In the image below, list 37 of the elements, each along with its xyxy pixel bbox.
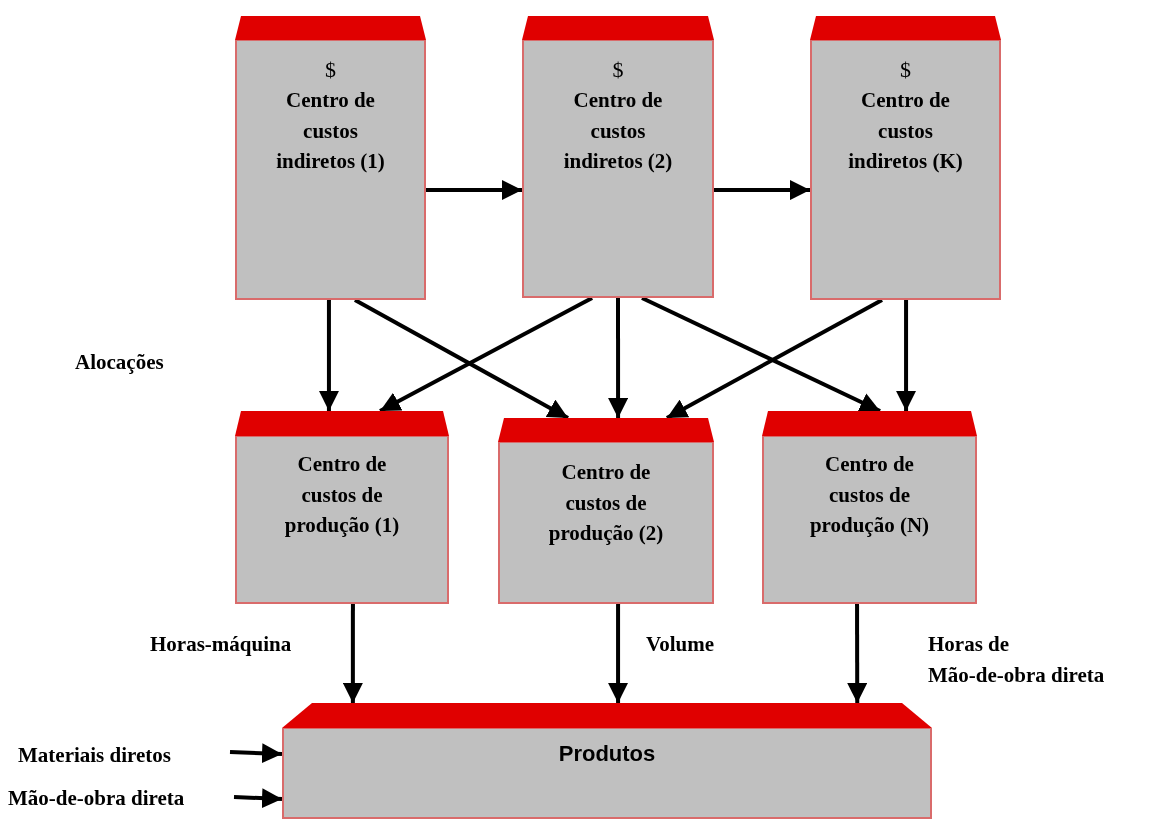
arrow — [354, 298, 569, 420]
arrow — [426, 180, 522, 200]
arrow — [641, 296, 881, 413]
edge-label: Horas de Mão-de-obra direta — [928, 631, 1106, 689]
currency-symbol: $ — [612, 56, 624, 84]
box-title: Centro de custos indiretos (1) — [275, 87, 386, 175]
arrow — [847, 604, 868, 703]
box-title: Centro de custos indiretos (K) — [847, 87, 964, 175]
box-title: Centro de custos indiretos (2) — [562, 87, 674, 175]
box-title: Centro de custos de produção (1) — [283, 451, 401, 539]
cost-center-box — [235, 411, 449, 604]
input-label: Materiais diretos — [18, 742, 172, 768]
cost-center-box — [810, 16, 1001, 300]
currency-symbol: $ — [325, 56, 336, 84]
arrow — [229, 743, 283, 764]
arrow — [379, 296, 594, 413]
annotation: Alocações — [75, 349, 164, 376]
product-box — [282, 703, 932, 819]
box-title: Produtos — [558, 740, 656, 768]
arrow — [608, 298, 629, 418]
arrow — [896, 300, 917, 411]
edge-label: Horas-máquina — [150, 631, 293, 658]
arrow — [233, 788, 283, 809]
box-title: Centro de custos de produção (N) — [808, 451, 931, 539]
edge-label: Volume — [646, 631, 716, 658]
cost-center-box — [522, 16, 714, 298]
box-title: Centro de custos de produção (2) — [547, 459, 665, 547]
arrow — [318, 300, 339, 411]
input-label: Mão-de-obra direta — [8, 785, 186, 811]
cost-center-box — [762, 411, 977, 604]
cost-center-box — [235, 16, 426, 300]
arrow — [608, 604, 629, 703]
cost-center-box — [498, 418, 714, 604]
arrow — [714, 180, 810, 201]
arrow — [342, 604, 363, 703]
arrow — [665, 298, 883, 420]
currency-symbol: $ — [900, 56, 911, 84]
